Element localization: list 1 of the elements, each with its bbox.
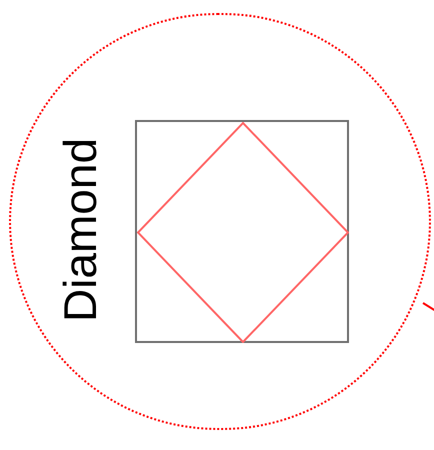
rotated-title: Diamond <box>57 138 103 322</box>
